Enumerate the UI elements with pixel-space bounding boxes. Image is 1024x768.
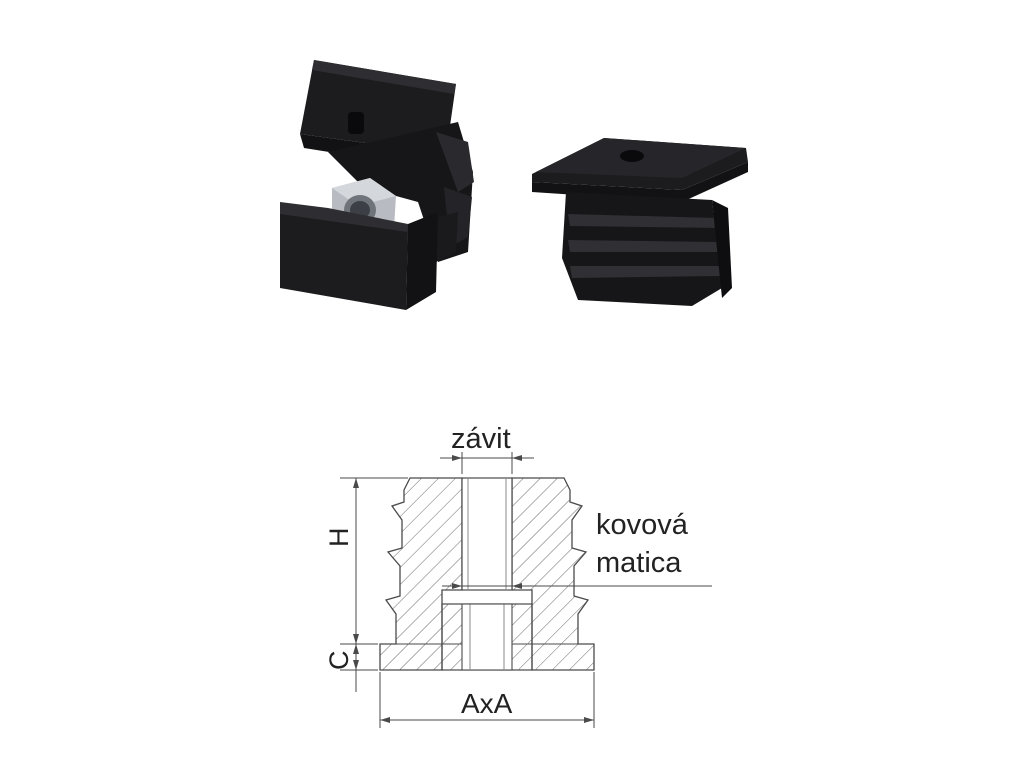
plug-insert-closed-icon (532, 138, 748, 306)
label-metal-nut-line1: kovová (596, 509, 688, 541)
label-metal-nut-line2: matica (596, 547, 682, 579)
dimension-height-label: H (324, 527, 354, 548)
label-thread: závit (451, 423, 511, 455)
plug-insert-open-with-nut-icon (280, 60, 474, 310)
dimension-collar-label: C (324, 650, 354, 671)
thread-bore (461, 477, 513, 591)
dimension-size-label: AxA (461, 688, 513, 719)
